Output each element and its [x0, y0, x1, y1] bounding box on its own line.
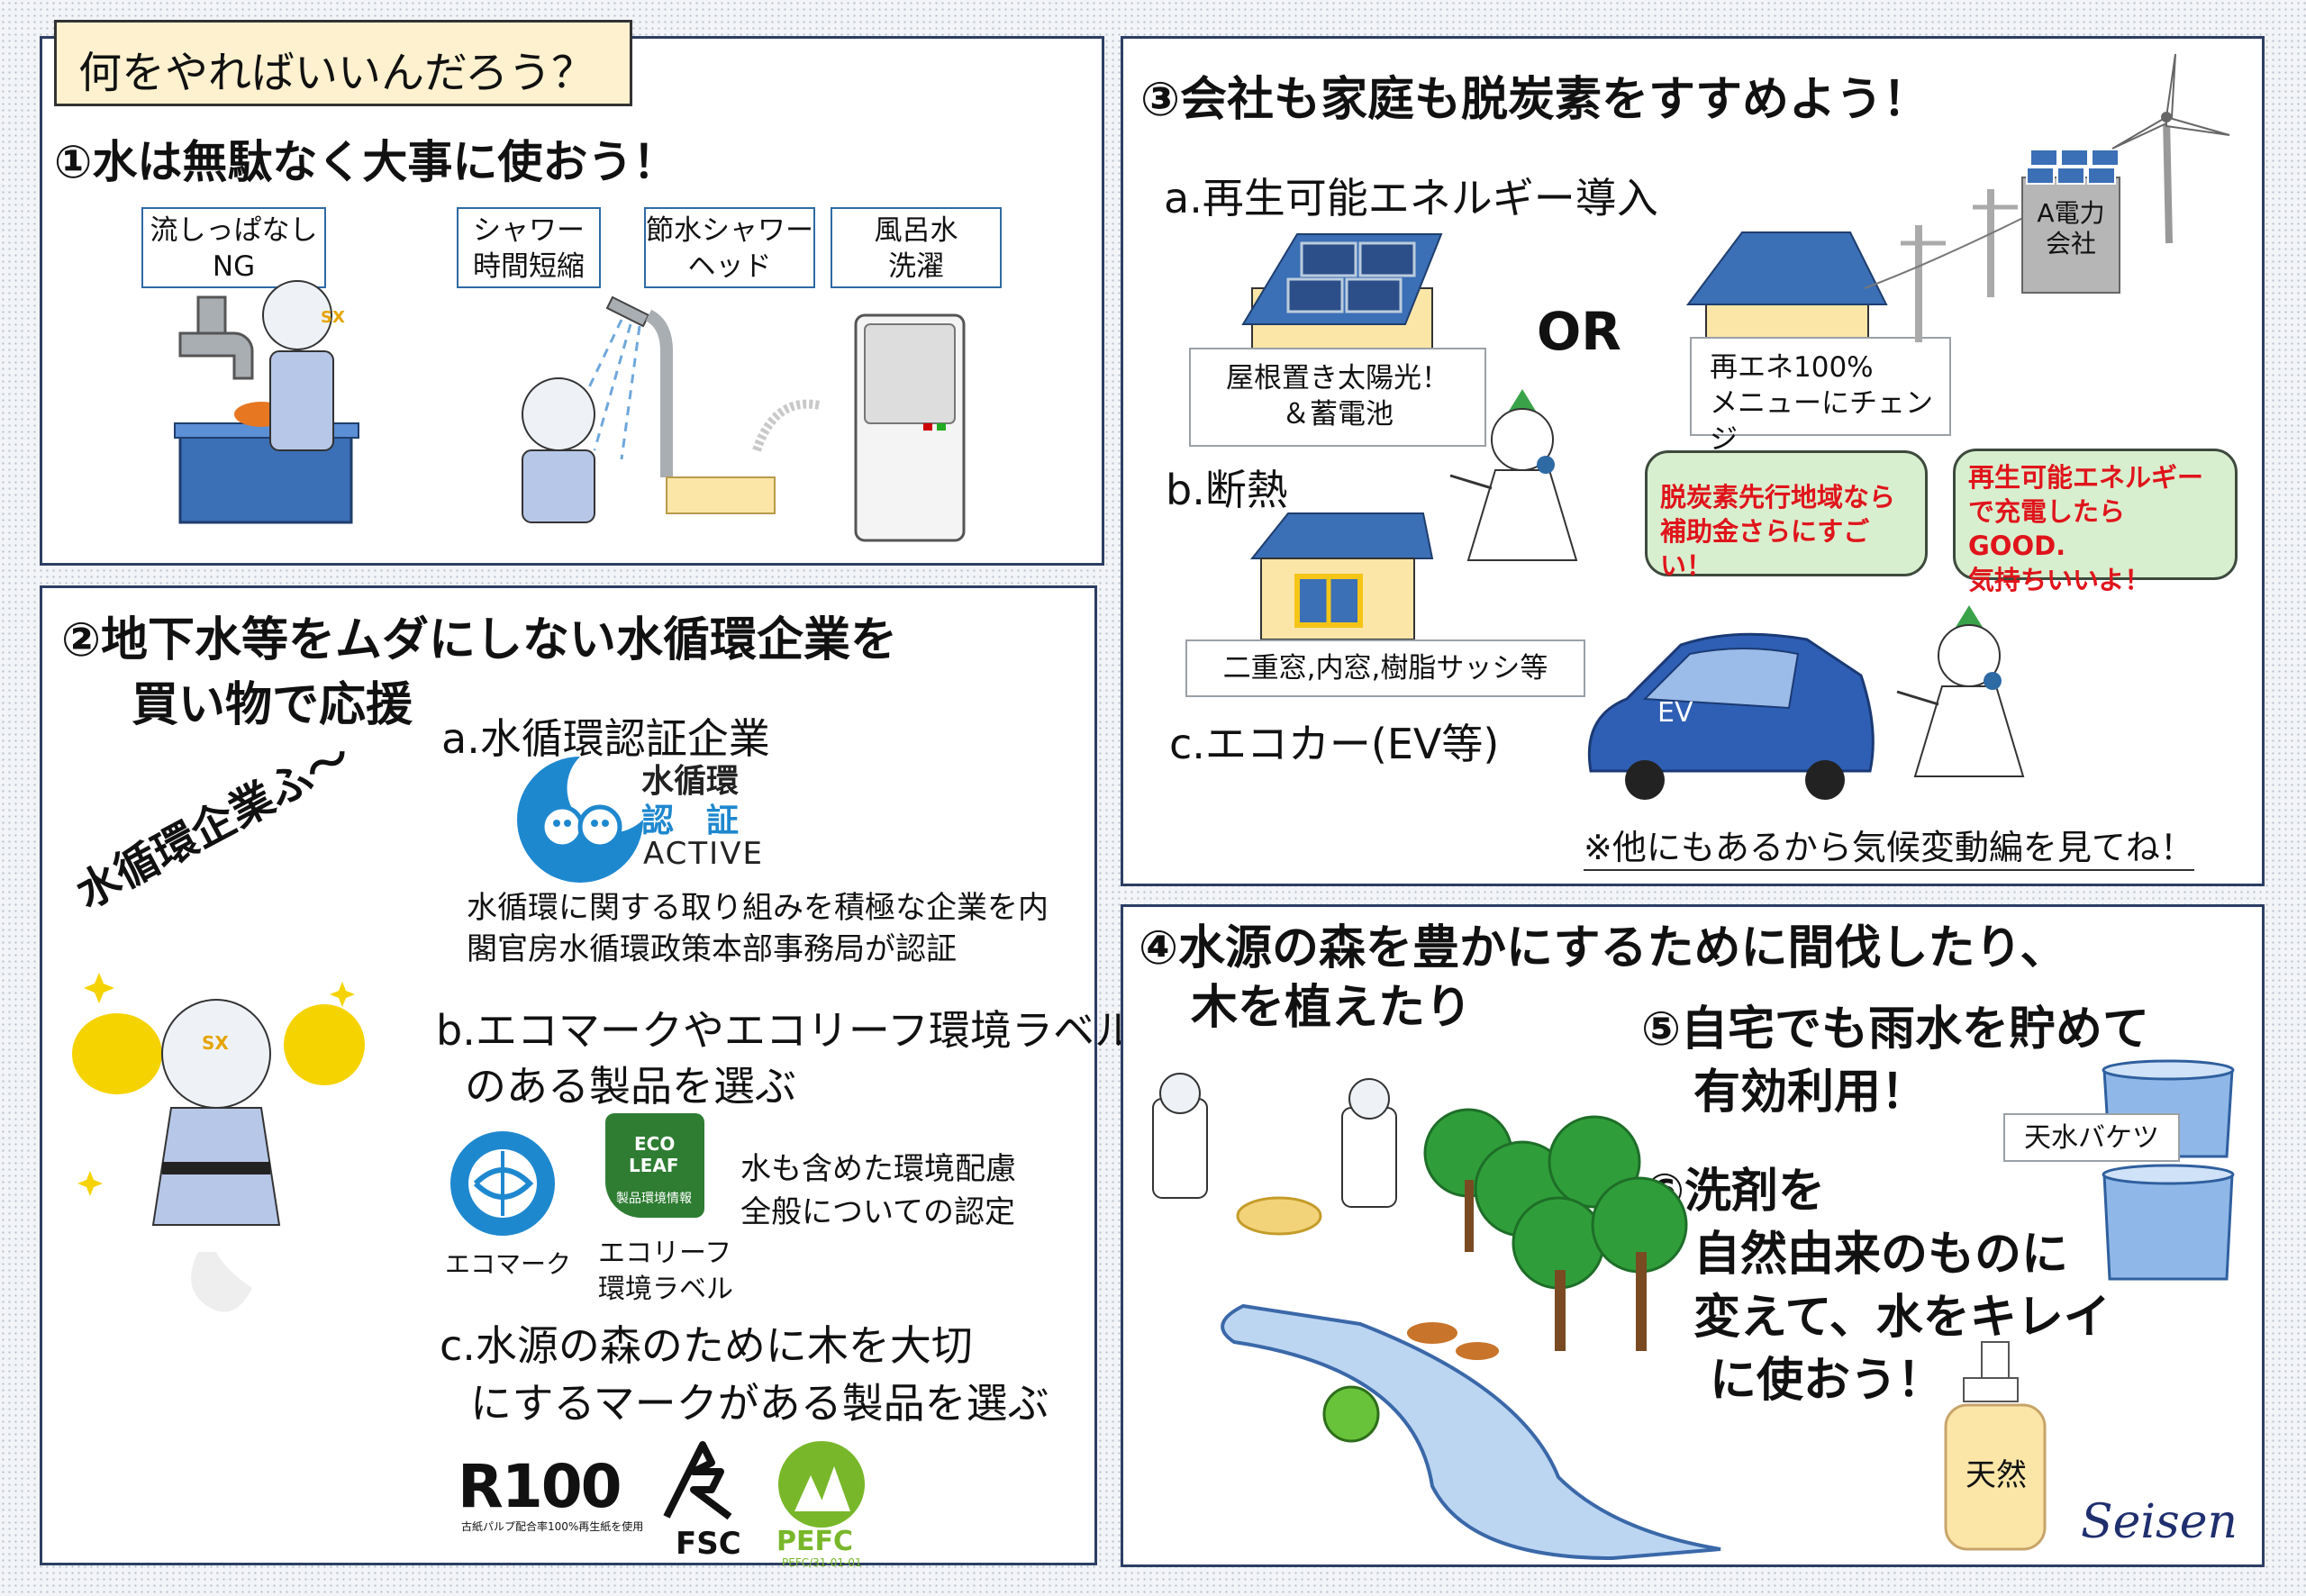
logo-text-2: 認 証 — [641, 803, 740, 839]
item-b-desc-2: 全般についての認定 — [740, 1194, 1015, 1230]
eco-leaf-label-2: 環境ラベル — [598, 1274, 733, 1305]
eco-mark-icon — [450, 1131, 555, 1236]
section1-title: ①水は無駄なく大事に使おう！ — [54, 136, 678, 188]
solar-box: 屋根置き太陽光！＆蓄電池 — [1189, 348, 1486, 447]
pefc-label: PEFC — [776, 1526, 853, 1557]
section2-title-line1: ②地下水等をムダにしない水循環企業を — [61, 613, 898, 667]
logo-text-1: 水循環 — [641, 763, 740, 800]
section4-title-2: 木を植えたり — [1191, 981, 1473, 1035]
label-shower-head: 節水シャワーヘッド — [644, 207, 815, 288]
mascot-illustration-1 — [1449, 389, 1578, 561]
renewable-menu-box: 再エネ100%メニューにチェンジ — [1690, 337, 1951, 456]
label-bath-laundry: 風呂水洗濯 — [831, 207, 1002, 288]
renewable-title: a.再生可能エネルギー導入 — [1164, 174, 1658, 222]
item-b-title-1: b.エコマークやエコリーフ環境ラベル — [436, 1006, 1137, 1055]
logo-text-3: ACTIVE — [643, 836, 764, 872]
item-c-title-2: にするマークがある製品を選ぶ — [470, 1379, 1049, 1428]
insulation-title: b.断熱 — [1166, 466, 1288, 514]
bottle-label: 天然 — [1966, 1457, 2027, 1493]
wind-turbine-icon — [2111, 53, 2230, 244]
item-c-title-1: c.水源の森のために木を大切 — [440, 1321, 973, 1370]
r100-caption: 古紙パルプ配合率100%再生紙を使用 — [461, 1520, 644, 1533]
eco-leaf-label-1: エコリーフ — [598, 1238, 732, 1269]
speech-bubble-subsidy: 脱炭素先行地域なら補助金さらにすごい！ — [1645, 450, 1928, 581]
item-a-title: a.水循環認証企業 — [441, 714, 770, 763]
shower-illustration — [522, 295, 776, 523]
eco-leaf-icon: ECO LEAF 製品環境情報 — [605, 1113, 704, 1218]
mascot-badge: SX — [321, 308, 345, 327]
cheer-mascot-illustration — [72, 973, 365, 1312]
speech-bubble-charging: 再生可能エネルギーで充電したらGOOD.気持ちいいよ！ — [1953, 449, 2238, 595]
pefc-icon — [778, 1441, 865, 1528]
ev-label: EV — [1657, 697, 1693, 729]
eco-mark-label: エコマーク — [445, 1249, 572, 1279]
section6-title-3: 変えて、水をキレイ — [1693, 1291, 2111, 1345]
power-lines-illustration — [1864, 189, 2046, 342]
solar-roof-company-icon — [2026, 149, 2120, 185]
section4-title-1: ④水源の森を豊かにするために間伐したり、 — [1139, 921, 2067, 975]
detergent-bottle-illustration — [1944, 1341, 2047, 1551]
insulation-box: 二重窓,内窓,樹脂サッシ等 — [1185, 639, 1585, 697]
or-label: OR — [1537, 301, 1621, 362]
fsc-tree-icon — [663, 1441, 732, 1520]
section3-title: ③会社も家庭も脱炭素をすすめよう！ — [1140, 73, 1930, 127]
section6-title-2: 自然由来のものに — [1693, 1228, 2069, 1282]
forest-river-illustration — [1152, 1073, 1721, 1561]
label-short-shower: シャワー時間短縮 — [457, 207, 601, 288]
question-text: 何をやればいいんだろう？ — [78, 48, 595, 98]
mascot-illustration-2 — [1896, 605, 2025, 777]
ev-car-illustration — [1587, 632, 1875, 800]
sink-faucet-illustration — [174, 280, 359, 524]
item-b-title-2: のある製品を選ぶ — [465, 1062, 796, 1111]
section2-title-line2: 買い物で応援 — [132, 678, 413, 732]
solar-house-illustration — [1241, 233, 1443, 361]
section6-title-4: に使おう！ — [1710, 1354, 1945, 1408]
rain-bucket-label: 天水バケツ — [2003, 1113, 2180, 1162]
ecocar-title: c.エコカー(EV等) — [1169, 720, 1500, 768]
insulated-house-illustration — [1249, 512, 1434, 640]
section5-title-1: ⑤自宅でも雨水を貯めて — [1641, 1002, 2150, 1056]
panel-forest-rain-detergent — [1121, 904, 2265, 1567]
pefc-caption: PEFC/31-01-01 — [782, 1556, 862, 1569]
power-company-building: A電力会社 — [2021, 177, 2120, 294]
cheer-mascot-badge: SX — [202, 1032, 229, 1054]
water-cycle-logo-icon — [517, 757, 643, 883]
signature: Seisen — [2081, 1495, 2238, 1549]
fsc-label: FSC — [676, 1526, 741, 1562]
rain-bucket-illustration — [2102, 1059, 2235, 1281]
item-a-desc-2: 閣官房水循環政策本部事務局が認証 — [467, 931, 957, 967]
section5-title-2: 有効利用！ — [1693, 1066, 1929, 1120]
item-b-desc-1: 水も含めた環境配慮 — [740, 1151, 1016, 1187]
climate-note: ※他にもあるから気候変動編を見てね！ — [1584, 820, 2194, 871]
r100-mark: R100 — [458, 1452, 622, 1521]
question-banner: 何をやればいいんだろう？ — [54, 20, 632, 106]
washing-machine-illustration — [752, 313, 966, 542]
item-a-desc-1: 水循環に関する取り組みを積極な企業を内 — [467, 890, 1049, 926]
